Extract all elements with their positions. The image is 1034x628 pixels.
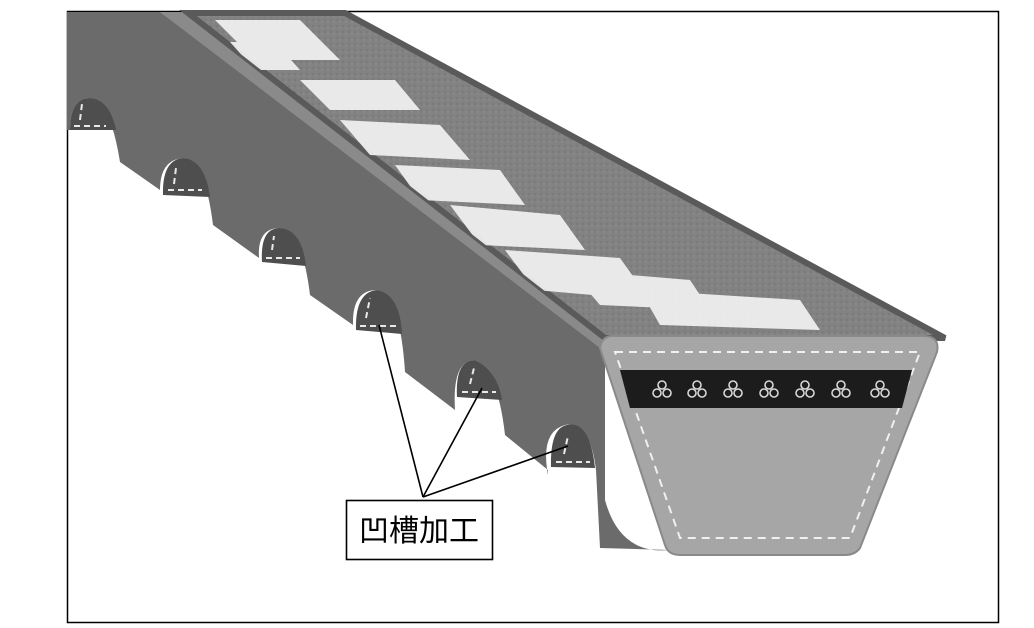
belt-top-border: [179, 10, 947, 341]
tension-cords: [652, 380, 890, 398]
belt-cross-section: [598, 334, 939, 556]
cord: [687, 380, 707, 398]
notch-dash-marks: [74, 103, 590, 463]
cross-section-dashed-outline: [613, 351, 922, 539]
cord: [831, 380, 851, 398]
belt-brand-lettering: [215, 20, 820, 330]
belt-side-face: [67, 12, 670, 551]
cord: [870, 380, 890, 398]
callout-box: [345, 499, 494, 561]
cord: [723, 380, 743, 398]
callout-label: 凹槽加工: [359, 514, 479, 549]
cord: [759, 380, 779, 398]
cord: [652, 380, 672, 398]
cord: [795, 380, 815, 398]
diagram-border: [66, 10, 1000, 624]
belt-top-edge: [160, 12, 605, 348]
callout-leader-lines: [378, 324, 569, 498]
